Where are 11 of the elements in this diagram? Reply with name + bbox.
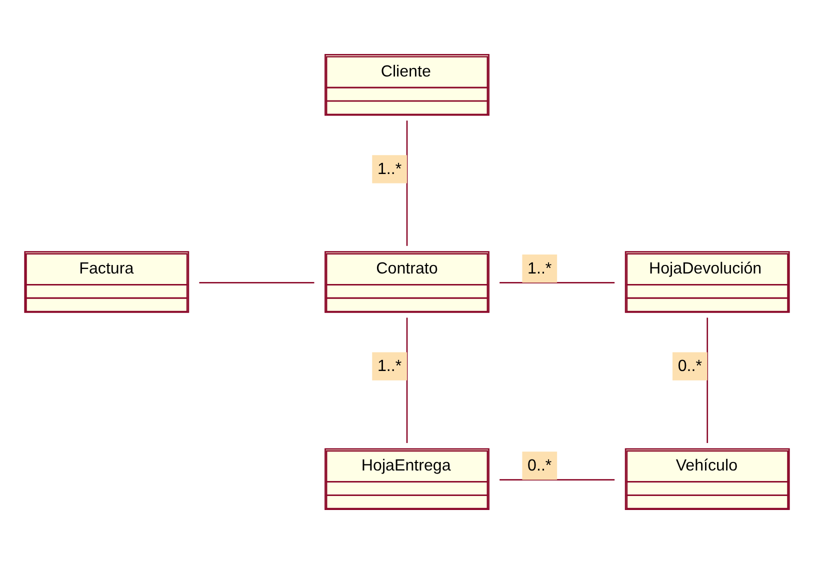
- connector: [706, 318, 708, 443]
- connector: [500, 479, 615, 480]
- edge-label: 0..*: [678, 357, 702, 376]
- edge-label: 1..*: [378, 160, 402, 178]
- connector: [406, 120, 408, 246]
- edge-label: 1..*: [528, 259, 552, 278]
- edge-label: 1..*: [378, 357, 402, 376]
- connector: [199, 282, 314, 284]
- connector: [406, 318, 408, 443]
- edge-label: 0..*: [528, 456, 552, 475]
- connector: [500, 282, 615, 284]
